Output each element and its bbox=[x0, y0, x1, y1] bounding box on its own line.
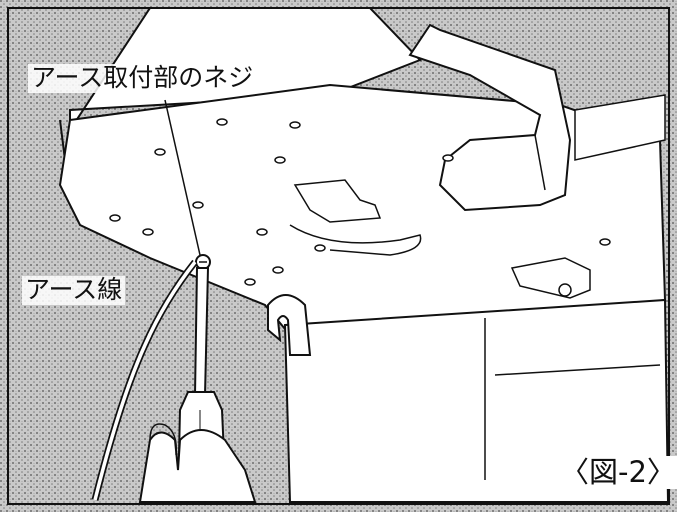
screw-leader-line bbox=[164, 99, 201, 256]
appliance-front-block bbox=[283, 298, 670, 503]
center-clip bbox=[293, 179, 382, 223]
hook-bracket bbox=[267, 294, 312, 356]
earth-wire-core bbox=[93, 260, 197, 501]
clip-arc bbox=[289, 224, 422, 256]
screwdriver-shaft bbox=[193, 267, 210, 396]
handle-bracket bbox=[408, 23, 572, 212]
handle-inner-edge bbox=[534, 134, 546, 191]
earth-wire-label: アース線 bbox=[22, 275, 126, 305]
figure-number-label: 〈図-2〉 bbox=[556, 455, 677, 490]
rear-panel bbox=[574, 94, 666, 161]
front-panel-line bbox=[494, 364, 661, 376]
mounting-holes bbox=[109, 118, 611, 286]
hand bbox=[138, 429, 257, 503]
earth-screw-label: アース取付部のネジ bbox=[28, 63, 257, 93]
latch-knob bbox=[558, 283, 572, 297]
thumb bbox=[149, 423, 178, 456]
